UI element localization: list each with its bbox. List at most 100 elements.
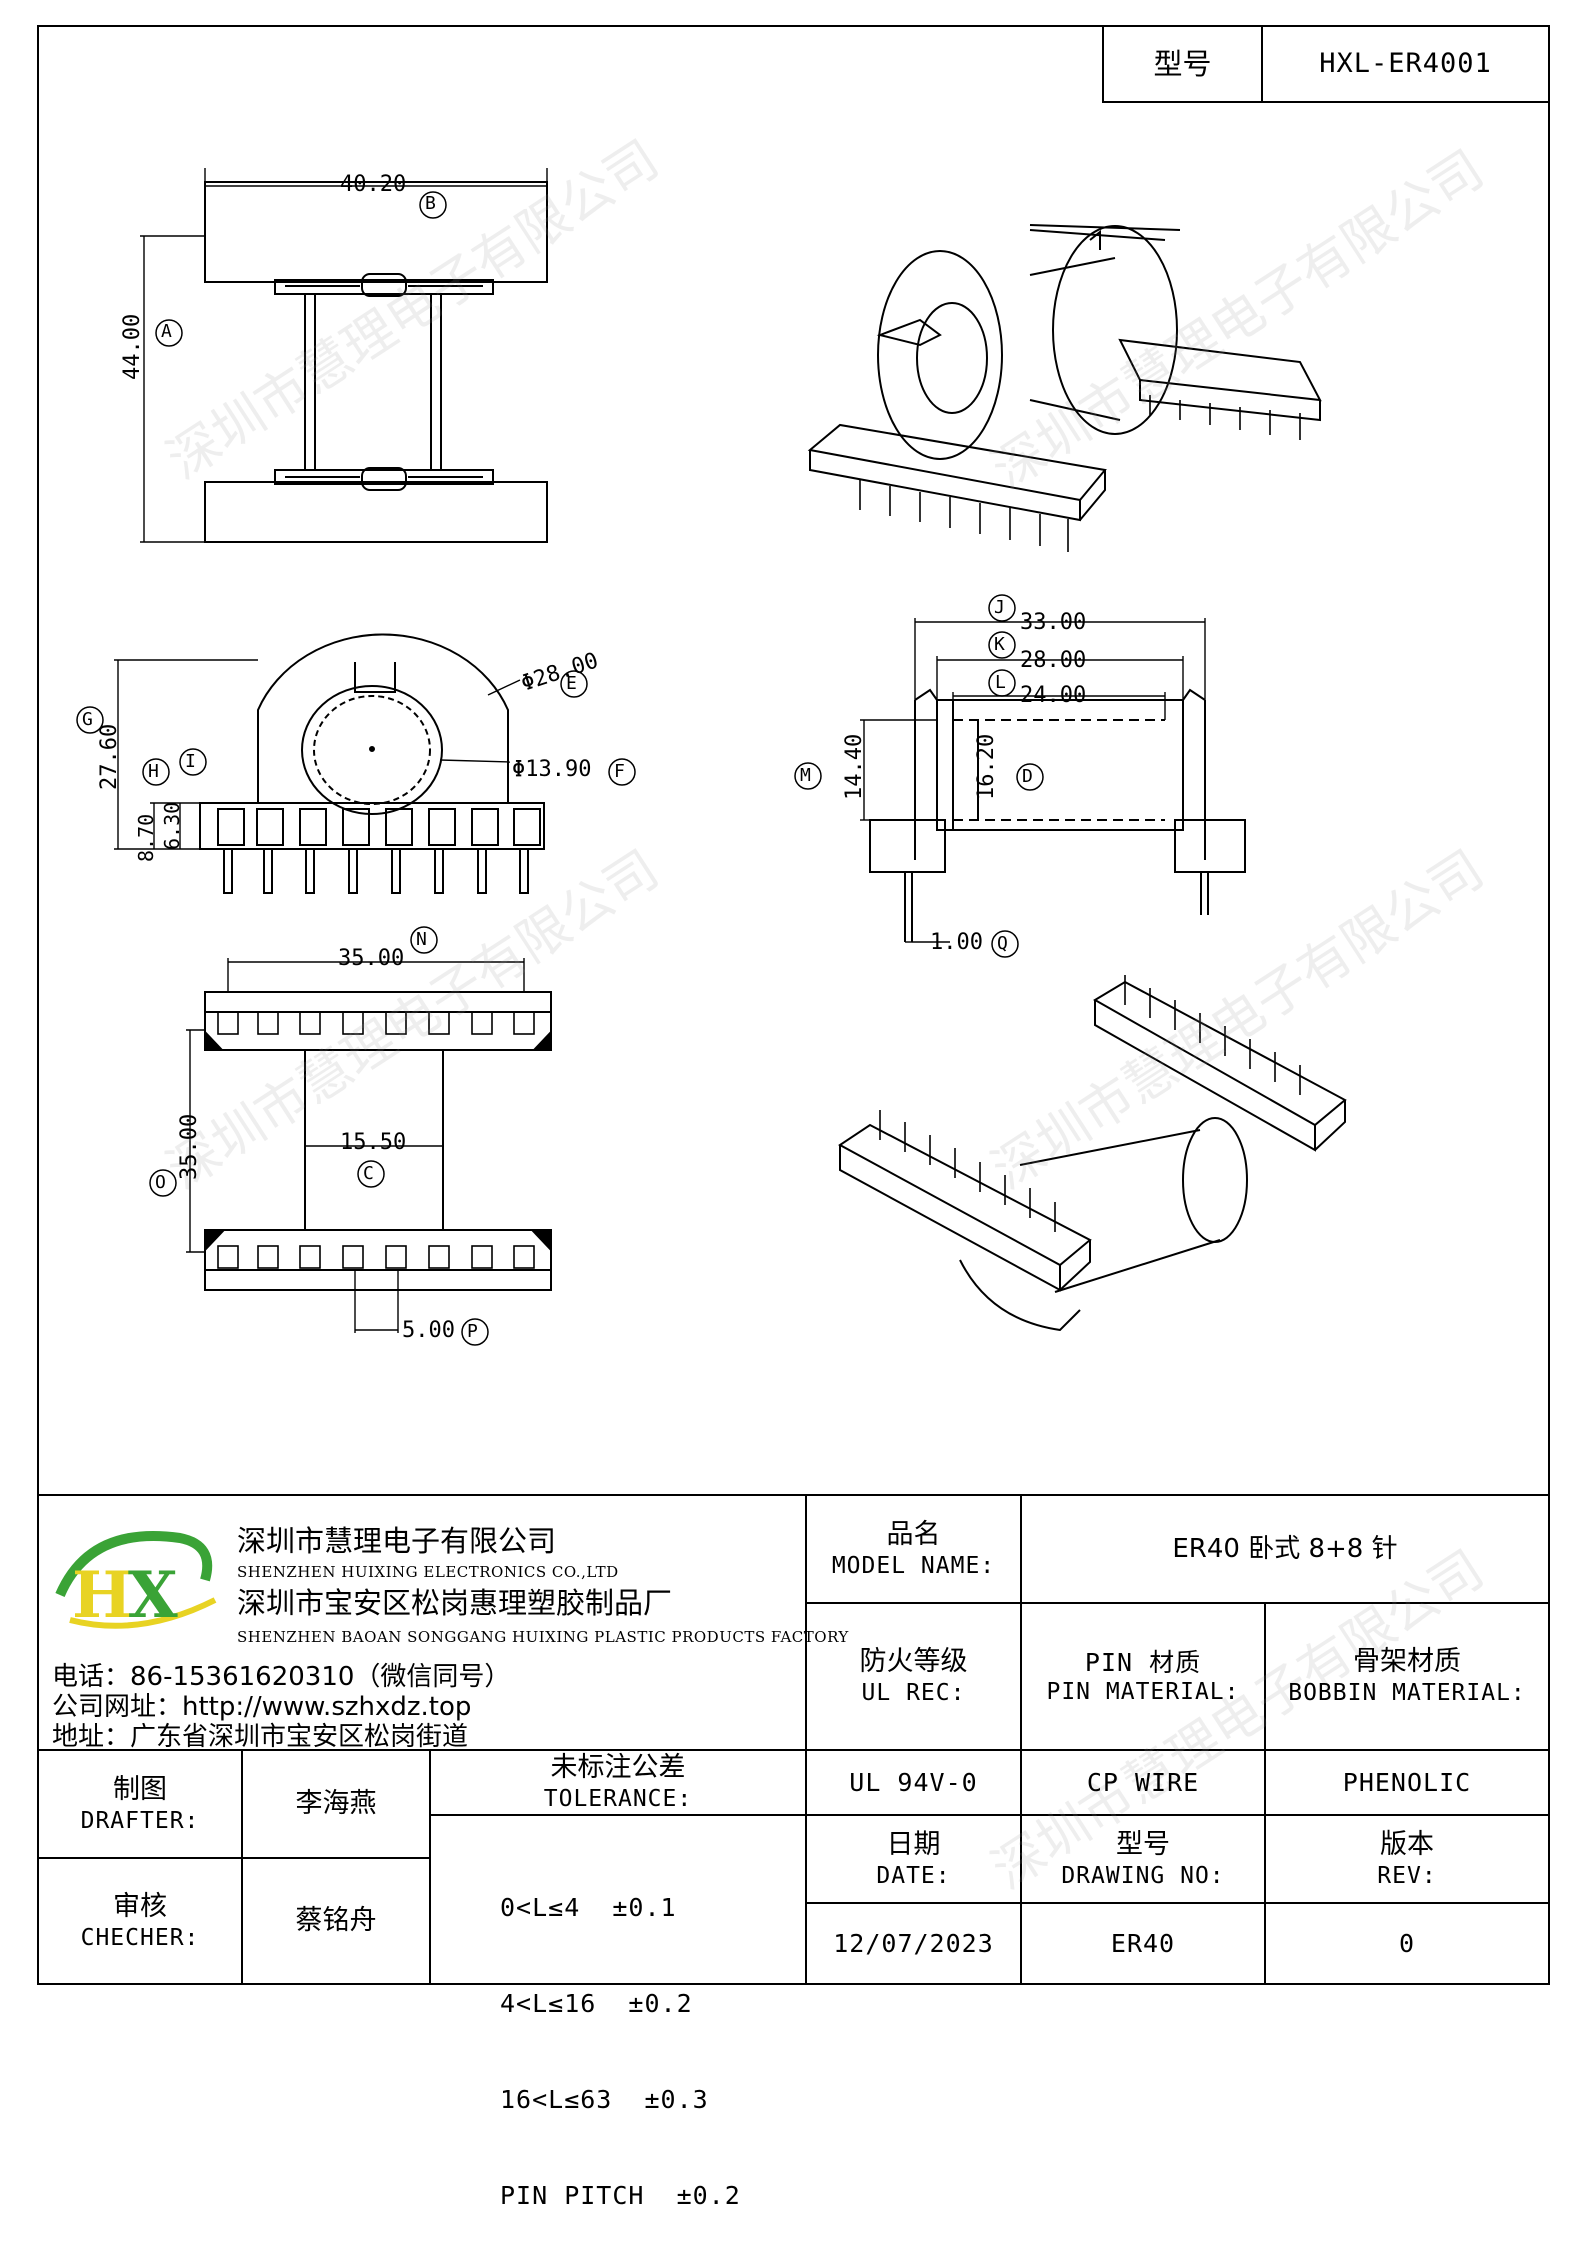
pin-en: PIN MATERIAL: <box>1046 1678 1240 1705</box>
section-view-drawing <box>794 594 1246 958</box>
ul-cn: 防火等级 <box>859 1646 968 1678</box>
drafter-name: 李海燕 <box>295 1788 377 1820</box>
dim-m: 14.40 <box>842 733 867 800</box>
iso-view-lower <box>838 975 1347 1332</box>
dim-label-b: B <box>425 193 436 214</box>
tolerance-cn: 未标注公差 <box>550 1752 686 1784</box>
company-address: 地址：广东省深圳市宝安区松岗街道 <box>52 1722 469 1752</box>
dim-label-i: I <box>185 751 196 772</box>
factory-name-en: SHENZHEN BAOAN SONGGANG HUIXING PLASTIC … <box>237 1628 849 1646</box>
header-model-value: HXL-ER4001 <box>1319 48 1492 80</box>
pin-material-value: CP WIRE <box>1086 1767 1200 1797</box>
drawing-sheet: 深圳市慧理电子有限公司 深圳市慧理电子有限公司 深圳市慧理电子有限公司 深圳市慧… <box>37 25 1550 2210</box>
bobbin-en: BOBBIN MATERIAL: <box>1288 1680 1526 1706</box>
dim-height-base: 8.70 <box>134 813 158 862</box>
drafter-en: DRAFTER: <box>80 1807 200 1834</box>
dim-label-f: F <box>614 761 625 782</box>
date-en: DATE: <box>876 1862 951 1889</box>
company-phone: 电话：86-15361620310（微信同号） <box>52 1662 511 1692</box>
dim-l: 24.00 <box>1020 683 1087 708</box>
dim-height-pin: 6.30 <box>160 801 184 850</box>
dim-n: 35.00 <box>338 946 405 971</box>
dim-label-j: J <box>994 597 1005 618</box>
dim-height-total: 27.60 <box>97 723 122 790</box>
logo-icon <box>55 1530 217 1629</box>
model-name-label: 品名 MODEL NAME: <box>806 1495 1021 1603</box>
pin-cn: PIN 材质 <box>1084 1647 1202 1677</box>
pin-material-label: PIN 材质 PIN MATERIAL: <box>1021 1603 1265 1750</box>
drawing-no-label: 型号 DRAWING NO: <box>1021 1815 1265 1903</box>
iso-view-upper <box>807 224 1322 552</box>
dim-label-c: C <box>363 1163 374 1184</box>
rev-en: REV: <box>1377 1862 1437 1889</box>
title-block-grid <box>38 1494 1549 1984</box>
company-website: 公司网址：http://www.szhxdz.top <box>52 1692 472 1722</box>
dim-j: 33.00 <box>1020 610 1087 635</box>
bobbin-material-value: PHENOLIC <box>1342 1767 1472 1797</box>
model-name-value: ER40 卧式 8+8 针 <box>1172 1533 1398 1564</box>
dim-label-a: A <box>161 321 172 342</box>
dim-q: 1.00 <box>930 930 983 955</box>
ul-en: UL REC: <box>861 1680 966 1706</box>
drawing-lines <box>37 25 1550 1985</box>
rev-value: 0 <box>1398 1928 1416 1958</box>
drawing-no-value: ER40 <box>1110 1928 1176 1958</box>
rev-label: 版本 REV: <box>1265 1815 1549 1903</box>
dim-o: 35.00 <box>177 1113 202 1180</box>
dim-label-l: L <box>995 672 1006 693</box>
company-logo: H X <box>50 1520 220 1640</box>
dim-label-o: O <box>155 1172 166 1193</box>
bobbin-material-label: 骨架材质 BOBBIN MATERIAL: <box>1265 1603 1549 1750</box>
drawing-cn: 型号 <box>1116 1828 1170 1860</box>
dim-label-q: Q <box>997 933 1008 954</box>
date-cn: 日期 <box>886 1828 941 1860</box>
side-view-drawing <box>76 633 636 894</box>
drawing-en: DRAWING NO: <box>1061 1862 1225 1889</box>
header-model-label: 型号 <box>1153 46 1212 81</box>
tolerance-row: 0<L≤4 ±0.1 <box>500 1893 677 1922</box>
drafter-cn: 制图 <box>113 1773 167 1805</box>
dim-top-width: 40.20 <box>340 172 407 197</box>
model-name-en: MODEL NAME: <box>831 1552 996 1579</box>
model-name-cn: 品名 <box>886 1518 941 1550</box>
logo-letter-x: X <box>128 1558 178 1633</box>
dim-label-d: D <box>1022 766 1033 787</box>
tolerance-row: PIN PITCH ±0.2 <box>500 2181 741 2210</box>
dim-label-m: M <box>800 765 811 786</box>
tolerance-row: 16<L≤63 ±0.3 <box>500 2085 709 2114</box>
checker-label: 审核 CHECHER: <box>38 1858 242 1984</box>
checker-cn: 审核 <box>113 1890 167 1922</box>
date-value: 12/07/2023 <box>833 1928 994 1958</box>
logo-letter-h: H <box>72 1558 133 1633</box>
rev-cn: 版本 <box>1380 1828 1434 1860</box>
company-name-cn: 深圳市慧理电子有限公司 <box>237 1524 557 1558</box>
dim-label-k: K <box>994 634 1005 655</box>
ul-value: UL 94V-0 <box>849 1767 978 1797</box>
top-view-drawing <box>140 168 548 543</box>
date-label: 日期 DATE: <box>806 1815 1021 1903</box>
drafter-label: 制图 DRAFTER: <box>38 1750 242 1858</box>
dim-inner-dia: Φ13.90 <box>512 757 592 782</box>
tolerance-en: TOLERANCE: <box>543 1786 693 1812</box>
factory-name-cn: 深圳市宝安区松岗惠理塑胶制品厂 <box>237 1586 673 1620</box>
header-box <box>1102 25 1550 103</box>
bobbin-cn: 骨架材质 <box>1353 1646 1461 1678</box>
dim-label-p: P <box>467 1321 478 1342</box>
dim-d: 16.20 <box>974 733 999 800</box>
dim-label-h: H <box>148 761 159 782</box>
tolerance-row: 4<L≤16 ±0.2 <box>500 1989 693 2018</box>
tolerance-label: 未标注公差 TOLERANCE: <box>430 1750 806 1815</box>
checker-en: CHECHER: <box>80 1924 200 1951</box>
dim-c: 15.50 <box>340 1130 407 1155</box>
ul-label: 防火等级 UL REC: <box>806 1603 1021 1750</box>
tolerance-list: 0<L≤4 ±0.1 4<L≤16 ±0.2 16<L≤63 ±0.3 PIN … <box>500 1828 741 2244</box>
checker-name: 蔡铭舟 <box>295 1905 377 1937</box>
dim-label-n: N <box>416 929 427 950</box>
dim-top-height: 44.00 <box>120 313 145 380</box>
dim-k: 28.00 <box>1020 648 1087 673</box>
company-name-en: SHENZHEN HUIXING ELECTRONICS CO.,LTD <box>237 1563 619 1581</box>
bottom-view-drawing <box>149 926 552 1346</box>
dim-label-g: G <box>82 709 93 730</box>
dim-label-e: E <box>566 673 577 694</box>
dim-p: 5.00 <box>402 1318 455 1343</box>
